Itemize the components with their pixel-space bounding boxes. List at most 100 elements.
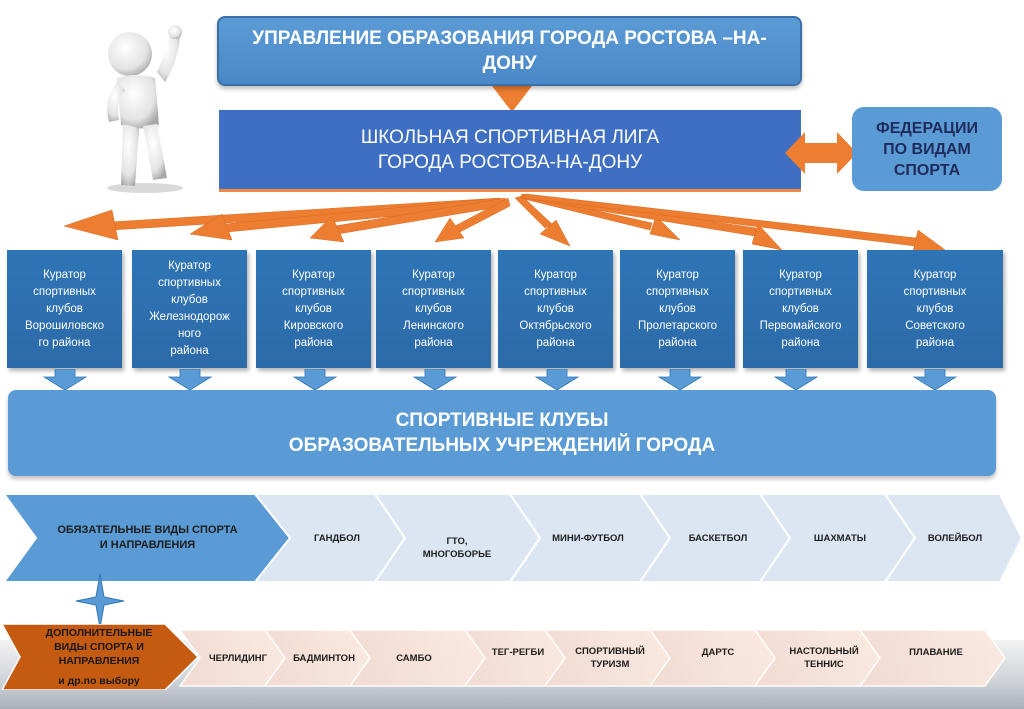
additional-item-7-line2: ТЕННИС [804,659,844,670]
curator-box-leninsky: Куратор спортивных клубов Ленинского рай… [376,250,491,368]
curator-4-line5: района [414,336,453,349]
league-line1: ШКОЛЬНАЯ СПОРТИВНАЯ ЛИГА [360,126,660,148]
curator-4-line3: клубов [415,302,452,315]
curator-5-line2: спортивных [524,285,587,298]
additional-item-3-line1: САМБО [396,652,432,664]
curator-3-line3: клубов [295,302,332,315]
mandatory-item-chess: ШАХМАТЫ [790,520,890,556]
additional-item-badminton: БАДМИНТОН [282,644,366,672]
3d-person-icon [107,25,183,193]
mandatory-item-3-line1: МИНИ-ФУТБОЛ [552,532,624,544]
curator-7-line5: района [781,336,820,349]
curator-down-arrows [42,369,958,391]
curator-2-line4: Железнодорож [149,311,230,323]
mandatory-item-volleyball: ВОЛЕЙБОЛ [915,520,995,556]
additional-item-2-line1: БАДМИНТОН [293,652,355,664]
curator-8-line4: Советского [905,319,965,332]
mandatory-item-1-line1: ГАНДБОЛ [314,532,360,544]
down-arrow-icon [492,86,532,112]
curator-1-line5: го района [38,336,91,349]
curator-6-line2: спортивных [646,285,709,298]
curator-3-line5: района [294,336,333,349]
mandatory-item-6-line1: ВОЛЕЙБОЛ [927,532,983,544]
curator-6-line1: Куратор [656,268,699,281]
education-department-box: УПРАВЛЕНИЕ ОБРАЗОВАНИЯ ГОРОДА РОСТОВА –Н… [217,16,802,86]
curator-5-line3: клубов [537,302,574,315]
curator-2-line1: Куратор [168,260,211,272]
curator-box-sovetsky: Куратор спортивных клубов Советского рай… [867,250,1003,368]
curator-1-line3: клубов [46,302,83,315]
federation-line2: ПО ВИДАМ [883,140,971,158]
curator-2-line2: спортивных [158,277,221,289]
additional-head-line2: ВИДЫ СПОРТА И [54,641,144,653]
additional-head-line4: и др.по выбору [58,675,140,687]
curator-6-line5: района [658,336,697,349]
additional-item-tag-rugby: ТЕГ-РЕГБИ [476,638,560,666]
curator-4-line4: Ленинского [403,319,464,332]
curator-1-line2: спортивных [33,285,96,298]
curator-5-line1: Куратор [534,268,577,281]
curator-box-kirovsky: Куратор спортивных клубов Кировского рай… [256,250,371,368]
curator-5-line4: Октябрьского [519,319,592,332]
mandatory-head-line2: И НАПРАВЛЕНИЯ [99,539,196,551]
curator-4-line2: спортивных [402,285,465,298]
curator-box-zheleznodorozhny: Куратор спортивных клубов Железнодорож н… [132,250,247,368]
curator-6-line3: клубов [659,302,696,315]
mandatory-head-line1: ОБЯЗАТЕЛЬНЫЕ ВИДЫ СПОРТА [57,524,238,536]
mandatory-item-basketball: БАСКЕТБОЛ [668,520,768,556]
clubs-line1: СПОРТИВНЫЕ КЛУБЫ [395,410,609,431]
mandatory-chevrons [2,493,1024,583]
federation-line3: СПОРТА [893,161,961,179]
additional-head-line1: ДОПОЛНИТЕЛЬНЫЕ [45,627,153,639]
curator-3-line1: Куратор [292,268,335,281]
additional-item-7-line1: НАСТОЛЬНЫЙ [789,646,859,657]
curator-2-line6: района [170,345,209,357]
top-title-line1: УПРАВЛЕНИЕ ОБРАЗОВАНИЯ ГОРОДА РОСТОВА –Н… [252,28,767,49]
additional-item-sambo: САМБО [372,644,456,672]
federation-line1: ФЕДЕРАЦИИ [876,119,978,137]
league-line2: ГОРОДА РОСТОВА-НА-ДОНУ [377,151,643,173]
mandatory-item-4-line1: БАСКЕТБОЛ [688,532,748,544]
curator-8-line5: района [915,336,955,349]
curator-3-line2: спортивных [282,285,345,298]
additional-item-5-line2: ТУРИЗМ [590,659,630,670]
four-point-star-icon [76,574,124,628]
additional-chevrons [1,624,1006,690]
additional-item-6-line1: ДАРТС [701,646,735,658]
curator-7-line2: спортивных [769,285,832,298]
mandatory-item-handball: ГАНДБОЛ [292,520,382,556]
clubs-line2: ОБРАЗОВАТЕЛЬНЫХ УЧРЕЖДЕНИЙ ГОРОДА [288,435,716,456]
additional-item-table-tennis: НАСТОЛЬНЫЙ ТЕННИС [774,642,874,674]
curator-5-line5: района [536,336,575,349]
additional-item-sport-tourism: СПОРТИВНЫЙ ТУРИЗМ [560,642,660,674]
mandatory-item-2-line2: МНОГОБОРЬЕ [422,549,492,560]
curator-8-line2: спортивных [903,285,967,298]
fan-arrows [63,193,949,257]
additional-item-5-line1: СПОРТИВНЫЙ [575,646,645,657]
additional-head: ДОПОЛНИТЕЛЬНЫЕ ВИДЫ СПОРТА И НАПРАВЛЕНИЯ… [28,624,170,690]
additional-item-darts: ДАРТС [676,638,760,666]
curator-3-line4: Кировского [283,319,344,332]
curator-2-line3: клубов [171,294,208,306]
additional-head-line3: НАПРАВЛЕНИЯ [58,655,140,667]
additional-item-cheerleading: ЧЕРЛИДИНГ [196,644,280,672]
curator-7-line3: клубов [782,302,819,315]
mandatory-item-2-line1: ГТО, [446,536,468,547]
additional-item-8-line1: ПЛАВАНИЕ [909,646,963,658]
sports-clubs-box: СПОРТИВНЫЕ КЛУБЫ ОБРАЗОВАТЕЛЬНЫХ УЧРЕЖДЕ… [8,390,996,476]
curator-7-line4: Первомайского [759,319,842,332]
double-arrow-icon [785,132,857,174]
mandatory-head: ОБЯЗАТЕЛЬНЫЕ ВИДЫ СПОРТА И НАПРАВЛЕНИЯ [40,518,255,558]
curator-7-line1: Куратор [779,268,822,281]
additional-item-4-line1: ТЕГ-РЕГБИ [491,646,545,658]
mandatory-item-5-line1: ШАХМАТЫ [813,532,867,544]
curator-6-line4: Пролетарского [637,319,718,332]
curator-2-line5: ного [177,328,202,340]
curator-box-proletarsky: Куратор спортивных клубов Пролетарского … [620,250,735,368]
curator-1-line1: Куратор [43,268,86,281]
additional-item-1-line1: ЧЕРЛИДИНГ [208,652,268,664]
curator-box-voroshilovsky: Куратор спортивных клубов Ворошиловско г… [7,250,122,368]
federations-box: ФЕДЕРАЦИИ ПО ВИДАМ СПОРТА [852,107,1002,191]
additional-item-swimming: ПЛАВАНИЕ [886,638,986,666]
mandatory-item-gto: ГТО, МНОГОБОРЬЕ [402,530,512,566]
